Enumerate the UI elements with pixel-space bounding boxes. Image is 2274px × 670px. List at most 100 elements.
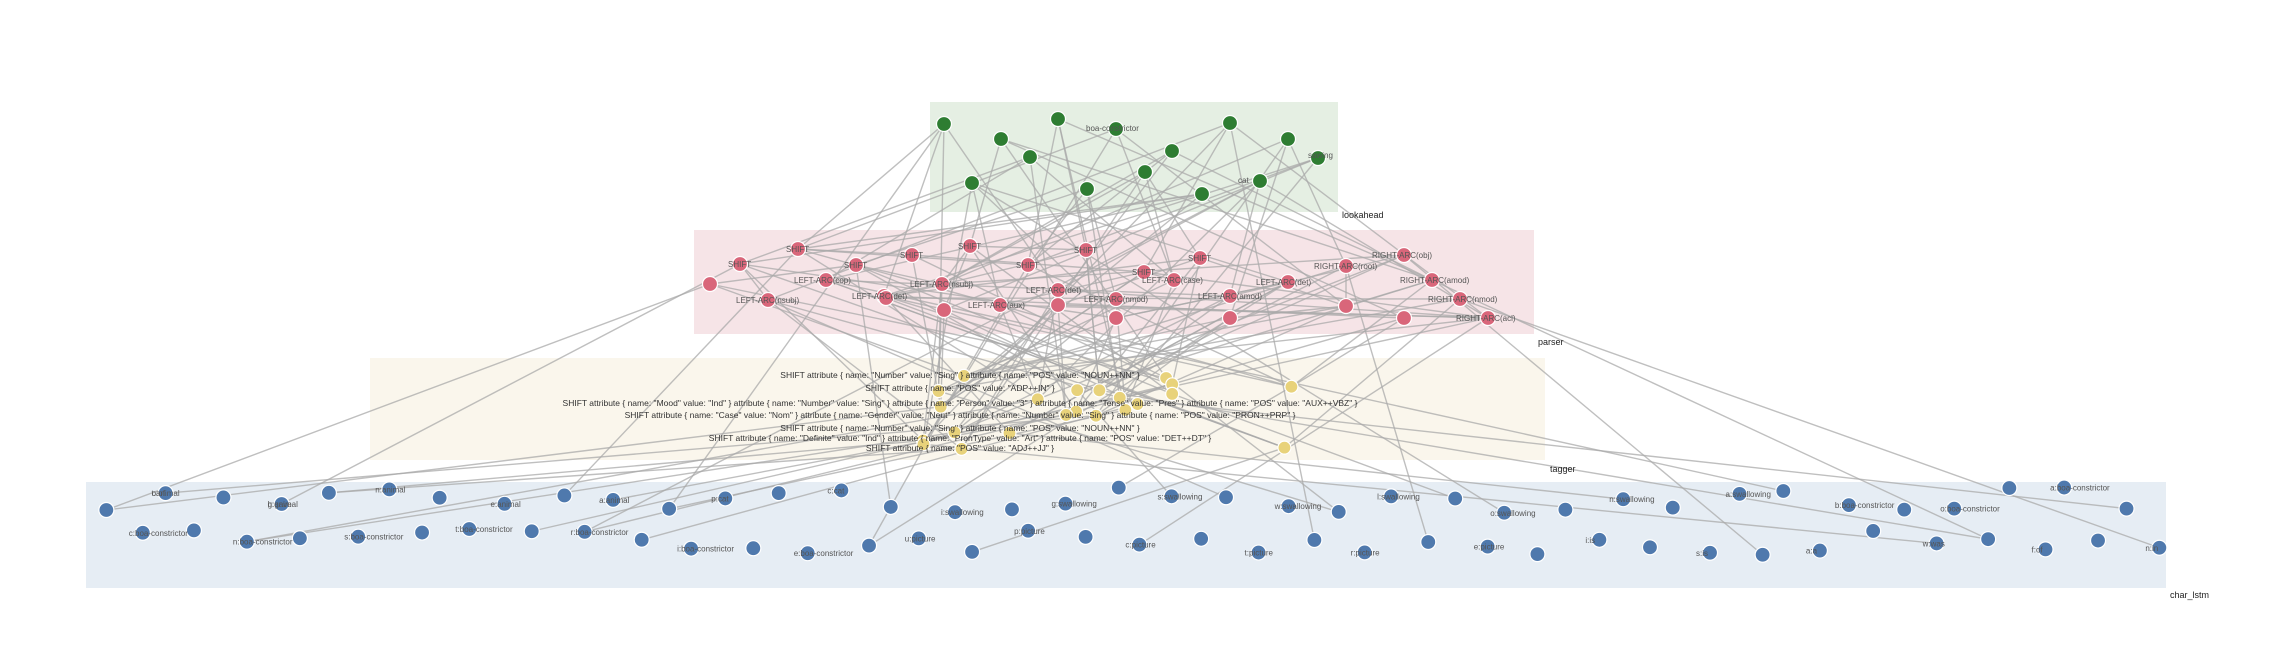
- tagger-node[interactable]: [1088, 408, 1104, 423]
- char-lstm-node[interactable]: [1641, 539, 1659, 556]
- char-lstm-node[interactable]: [1382, 488, 1400, 505]
- char-lstm-node[interactable]: [1250, 544, 1267, 561]
- char-lstm-node[interactable]: [833, 482, 850, 499]
- parser-node[interactable]: [817, 271, 835, 289]
- char-lstm-node[interactable]: [1020, 522, 1037, 539]
- char-lstm-node[interactable]: [1946, 500, 1963, 517]
- char-lstm-node[interactable]: [1754, 546, 1771, 563]
- char-lstm-node[interactable]: [2151, 539, 2168, 556]
- parser-node[interactable]: [1451, 290, 1469, 308]
- lookahead-node[interactable]: [1021, 148, 1039, 166]
- parser-node[interactable]: [1479, 309, 1497, 327]
- parser-node[interactable]: [1191, 249, 1209, 267]
- char-lstm-node[interactable]: [1110, 479, 1127, 496]
- lookahead-node[interactable]: [1221, 114, 1239, 132]
- char-lstm-node[interactable]: [1306, 531, 1323, 549]
- char-lstm-node[interactable]: [661, 500, 678, 517]
- char-lstm-node[interactable]: [1615, 491, 1632, 508]
- parser-node[interactable]: [847, 256, 865, 274]
- char-lstm-node[interactable]: [770, 485, 787, 502]
- char-lstm-node[interactable]: [157, 485, 174, 502]
- char-lstm-node[interactable]: [556, 487, 573, 504]
- char-lstm-node[interactable]: [1928, 535, 1945, 552]
- char-lstm-node[interactable]: [1664, 499, 1681, 516]
- parser-node[interactable]: [1049, 296, 1067, 314]
- parser-node[interactable]: [759, 291, 777, 309]
- char-lstm-node[interactable]: [860, 537, 878, 554]
- char-lstm-node[interactable]: [1479, 538, 1496, 555]
- char-lstm-node[interactable]: [1163, 488, 1180, 505]
- char-lstm-node[interactable]: [1557, 501, 1574, 518]
- char-lstm-node[interactable]: [1057, 495, 1074, 512]
- lookahead-node[interactable]: [1193, 185, 1211, 203]
- parser-node[interactable]: [1165, 271, 1183, 289]
- tagger-node[interactable]: [1070, 383, 1085, 398]
- char-lstm-node[interactable]: [910, 530, 927, 547]
- parser-node[interactable]: [933, 275, 951, 293]
- char-lstm-node[interactable]: [1193, 530, 1210, 547]
- char-lstm-node[interactable]: [523, 523, 540, 540]
- char-lstm-node[interactable]: [1865, 522, 1882, 540]
- tagger-node[interactable]: [1058, 407, 1074, 423]
- char-lstm-node[interactable]: [1447, 490, 1464, 507]
- char-lstm-node[interactable]: [1980, 531, 1997, 548]
- char-lstm-node[interactable]: [1003, 501, 1021, 518]
- parser-node[interactable]: [1395, 246, 1413, 264]
- char-lstm-node[interactable]: [98, 501, 115, 519]
- char-lstm-node[interactable]: [1496, 504, 1513, 521]
- tagger-node[interactable]: [933, 399, 948, 414]
- lookahead-node[interactable]: [1078, 180, 1096, 198]
- parser-node[interactable]: [1221, 287, 1239, 305]
- char-lstm-node[interactable]: [1131, 536, 1148, 553]
- char-lstm-node[interactable]: [1591, 531, 1608, 548]
- tagger-node[interactable]: [1030, 392, 1045, 407]
- parser-node[interactable]: [789, 240, 807, 258]
- lookahead-node[interactable]: [1107, 120, 1125, 138]
- char-lstm-node[interactable]: [1420, 533, 1437, 551]
- char-lstm-node[interactable]: [633, 531, 650, 548]
- parser-node[interactable]: [877, 289, 895, 307]
- char-lstm-node[interactable]: [381, 481, 398, 498]
- char-lstm-node[interactable]: [1840, 497, 1857, 514]
- tagger-node[interactable]: [1277, 440, 1292, 455]
- char-lstm-node[interactable]: [350, 528, 367, 545]
- parser-node[interactable]: [1019, 256, 1037, 274]
- lookahead-node[interactable]: [1309, 149, 1327, 167]
- lookahead-node[interactable]: [963, 174, 981, 192]
- tagger-node[interactable]: [1130, 396, 1145, 412]
- parser-node[interactable]: [1337, 297, 1355, 315]
- char-lstm-node[interactable]: [1077, 528, 1094, 546]
- char-lstm-node[interactable]: [320, 484, 338, 501]
- parser-node[interactable]: [1107, 290, 1125, 308]
- char-lstm-node[interactable]: [946, 504, 964, 521]
- lookahead-node[interactable]: [935, 115, 953, 133]
- char-lstm-node[interactable]: [2037, 541, 2054, 558]
- char-lstm-node[interactable]: [963, 543, 981, 561]
- char-lstm-node[interactable]: [683, 540, 700, 557]
- char-lstm-node[interactable]: [605, 491, 622, 508]
- char-lstm-node[interactable]: [238, 533, 256, 550]
- parser-node[interactable]: [903, 246, 921, 264]
- char-lstm-node[interactable]: [1731, 485, 1748, 502]
- tagger-node[interactable]: [1092, 383, 1107, 398]
- char-lstm-node[interactable]: [273, 495, 290, 513]
- parser-node[interactable]: [1221, 309, 1239, 327]
- parser-node[interactable]: [1107, 309, 1125, 327]
- char-lstm-node[interactable]: [1811, 542, 1828, 559]
- lookahead-node[interactable]: [1049, 110, 1067, 128]
- parser-node[interactable]: [1077, 241, 1095, 259]
- char-lstm-node[interactable]: [1330, 503, 1347, 520]
- char-lstm-node[interactable]: [1529, 546, 1546, 563]
- lookahead-node[interactable]: [1279, 130, 1297, 148]
- char-lstm-node[interactable]: [291, 530, 308, 547]
- char-lstm-node[interactable]: [215, 489, 232, 506]
- char-lstm-node[interactable]: [1701, 544, 1719, 561]
- char-lstm-node[interactable]: [431, 489, 448, 506]
- char-lstm-node[interactable]: [2089, 532, 2107, 549]
- tagger-node[interactable]: [1165, 386, 1180, 402]
- lookahead-node[interactable]: [992, 130, 1010, 148]
- char-lstm-node[interactable]: [2118, 500, 2135, 517]
- tagger-node[interactable]: [916, 437, 931, 452]
- lookahead-node[interactable]: [1251, 172, 1269, 190]
- char-lstm-node[interactable]: [1217, 489, 1235, 506]
